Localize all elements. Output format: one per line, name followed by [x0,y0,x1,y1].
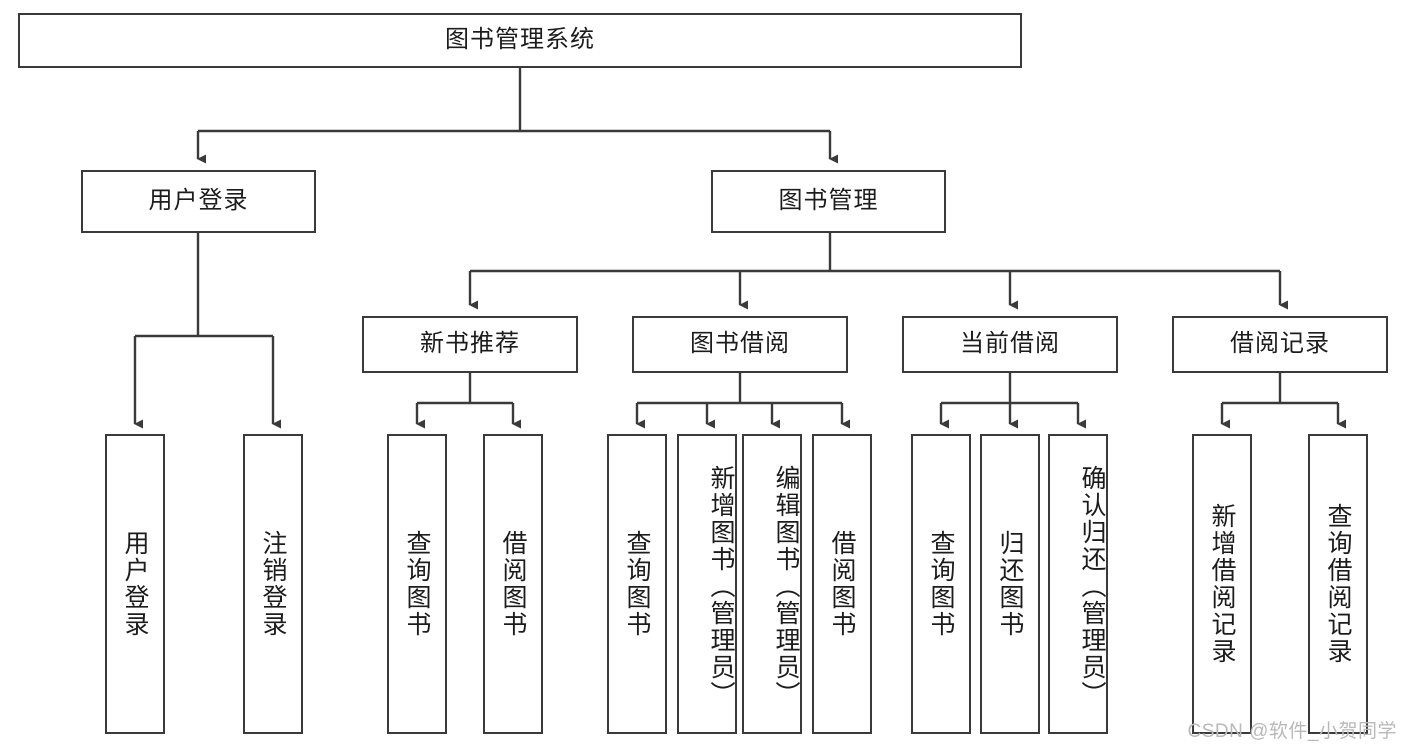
leaf-record-add-borrow-record[interactable]: 新增借阅记录 [1192,434,1252,734]
node-borrow-record[interactable]: 借阅记录 [1172,316,1388,373]
leaf-user-login-signin[interactable]: 用户登录 [105,434,165,734]
leaf-new-book-borrow-book[interactable]: 借阅图书 [483,434,543,734]
leaf-borrow-edit-book-admin[interactable]: 编辑图书（管理员） [742,434,802,734]
leaf-current-query-book[interactable]: 查询图书 [911,434,971,734]
leaf-borrow-query-book[interactable]: 查询图书 [607,434,667,734]
leaf-user-login-signout[interactable]: 注销登录 [243,434,303,734]
node-book-management[interactable]: 图书管理 [711,170,946,233]
leaf-record-query-borrow-record[interactable]: 查询借阅记录 [1308,434,1368,734]
node-book-borrow[interactable]: 图书借阅 [632,316,848,373]
leaf-current-confirm-return-admin[interactable]: 确认归还（管理员） [1048,434,1108,734]
node-user-login[interactable]: 用户登录 [81,170,316,233]
node-current-borrow[interactable]: 当前借阅 [902,316,1118,373]
node-new-book-recommend[interactable]: 新书推荐 [362,316,578,373]
node-root-book-management-system[interactable]: 图书管理系统 [18,13,1022,68]
leaf-borrow-borrow-book[interactable]: 借阅图书 [812,434,872,734]
leaf-new-book-query-book[interactable]: 查询图书 [387,434,447,734]
leaf-current-return-book[interactable]: 归还图书 [980,434,1040,734]
leaf-borrow-add-book-admin[interactable]: 新增图书（管理员） [677,434,737,734]
